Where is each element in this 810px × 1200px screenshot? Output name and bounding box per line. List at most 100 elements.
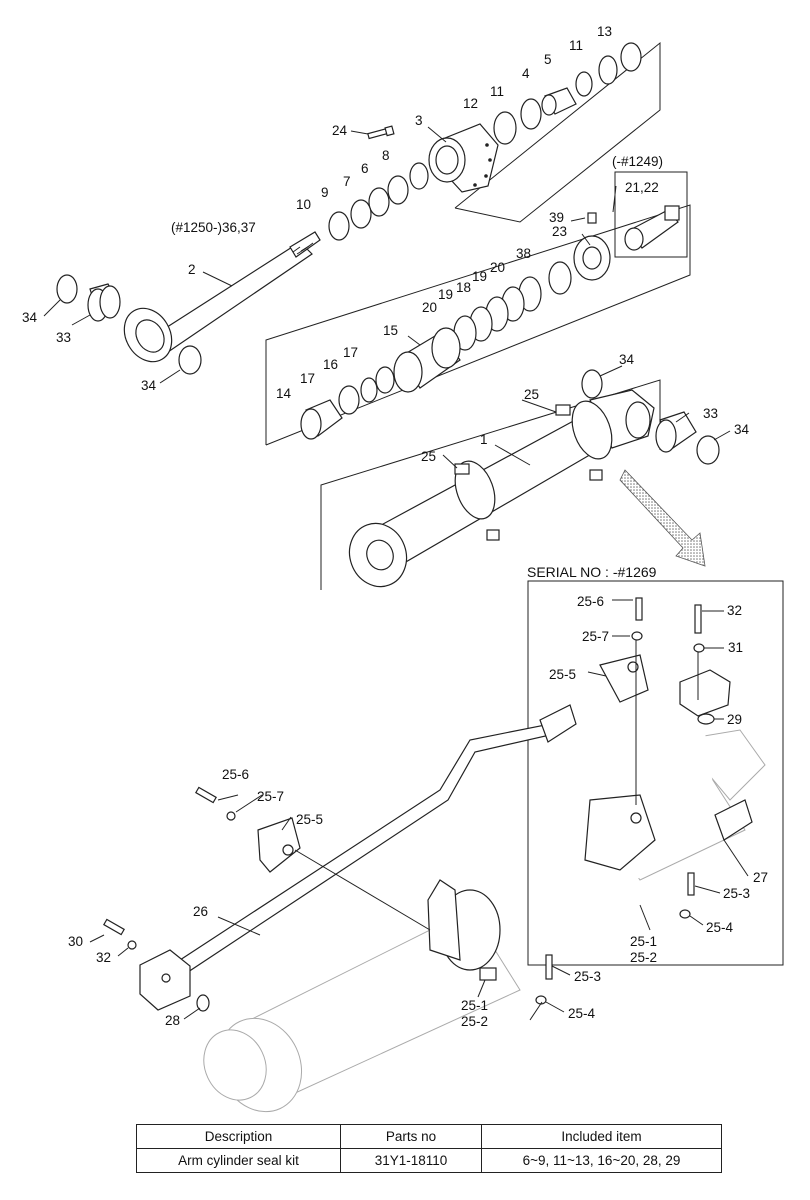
label-34d: 34	[734, 422, 750, 437]
part-labels: 13 11 5 4 11 12 3 24 8 6 7 9 10 (#1250-)…	[22, 24, 768, 1029]
label-8: 8	[382, 148, 390, 163]
label-5: 5	[544, 52, 552, 67]
piston-group-frame	[265, 204, 691, 446]
label-13: 13	[597, 24, 612, 39]
label-11-top: 11	[569, 38, 583, 53]
label-18: 18	[456, 280, 471, 295]
seal-12	[493, 111, 517, 145]
inset-clamp-25-5	[599, 654, 649, 703]
bolt-25-6-inset	[635, 597, 643, 621]
pipe-26	[179, 704, 577, 973]
label-11: 11	[490, 84, 504, 99]
label-38: 38	[516, 246, 531, 261]
label-34c: 34	[619, 352, 635, 367]
label-34a: 34	[22, 310, 38, 325]
label-9: 9	[321, 185, 329, 200]
label-24: 24	[332, 123, 348, 138]
set-screw-39	[587, 212, 597, 224]
label-39: 39	[549, 210, 564, 225]
label-25-5-inset: 25-5	[549, 667, 576, 682]
label-25-1-lower: 25-1	[461, 998, 488, 1013]
label-15: 15	[383, 323, 398, 338]
label-25-5-lower: 25-5	[296, 812, 323, 827]
label-25-6-lower: 25-6	[222, 767, 249, 782]
bushing-33a	[87, 283, 121, 322]
header-description: Description	[136, 1124, 341, 1149]
seal-13	[620, 42, 642, 72]
piston-15	[393, 327, 461, 393]
label-25-2-inset: 25-2	[630, 950, 657, 965]
ring-5	[575, 71, 593, 97]
label-25a: 25	[524, 387, 539, 402]
label-25-3-lower: 25-3	[574, 969, 601, 984]
inset-clamp-body	[584, 794, 656, 871]
label-14: 14	[276, 386, 292, 401]
label-33b: 33	[703, 406, 718, 421]
label-25-1-inset: 25-1	[630, 934, 657, 949]
tube-group-frame	[320, 379, 661, 590]
ring-17b	[338, 385, 360, 415]
label-21-22: 21,22	[625, 180, 659, 195]
bolt-24	[367, 125, 395, 140]
o-ring-28	[196, 994, 210, 1012]
bolt-32-inset	[694, 604, 702, 634]
ring-11-top	[598, 55, 618, 85]
table-header-row: Description Parts no Included item	[136, 1124, 722, 1149]
ring-9	[350, 199, 372, 229]
ring-16	[360, 377, 378, 403]
ring-17a	[375, 366, 395, 394]
cell-parts-no: 31Y1-18110	[340, 1148, 482, 1173]
label-32-inset: 32	[727, 603, 742, 618]
label-7: 7	[343, 174, 351, 189]
bolt-30	[103, 918, 125, 936]
head-group-frame	[454, 41, 661, 223]
dust-seal-34d	[696, 435, 720, 465]
leader-lines	[43, 126, 749, 1020]
label-3: 3	[415, 113, 423, 128]
serial-number-label: SERIAL NO : -#1269	[527, 564, 657, 580]
label-1: 1	[480, 432, 488, 447]
washer-25-7-lower	[226, 811, 236, 821]
stopper-21-22	[624, 205, 680, 251]
label-6: 6	[361, 161, 369, 176]
cell-included-item: 6~9, 11~13, 16~20, 28, 29	[481, 1148, 722, 1173]
label-17b: 17	[300, 371, 315, 386]
washer-31-inset	[693, 643, 705, 653]
label-serial-1249: (-#1249)	[612, 154, 663, 169]
washer-25-4-inset	[679, 909, 691, 919]
header-parts-no: Parts no	[340, 1124, 482, 1149]
rod-cover-3	[428, 123, 499, 193]
label-25-4-inset: 25-4	[706, 920, 734, 935]
bolt-25-6-lower	[195, 786, 217, 804]
label-16: 16	[323, 357, 338, 372]
ring-7	[368, 187, 390, 217]
label-27: 27	[753, 870, 768, 885]
nut-23	[573, 235, 611, 281]
label-34b: 34	[141, 378, 157, 393]
label-2: 2	[188, 262, 196, 277]
dust-seal-34b	[178, 345, 202, 375]
label-25-7-lower: 25-7	[257, 789, 284, 804]
clamp-25-1-lower	[427, 879, 501, 981]
label-26: 26	[193, 904, 208, 919]
label-25-4-lower: 25-4	[568, 1006, 596, 1021]
label-25-7-inset: 25-7	[582, 629, 609, 644]
label-29: 29	[727, 712, 742, 727]
dust-seal-34c	[581, 369, 603, 399]
bolt-25-3-inset	[687, 872, 695, 896]
label-20b: 20	[422, 300, 437, 315]
inset-flange	[679, 669, 731, 717]
flange-block	[139, 949, 191, 1011]
label-19a: 19	[472, 269, 487, 284]
ring-6	[387, 175, 409, 205]
piston-rod	[123, 231, 321, 363]
o-ring-29	[697, 713, 715, 725]
bushing-4	[541, 87, 577, 116]
label-25-3-inset: 25-3	[723, 886, 750, 901]
label-25b: 25	[421, 449, 436, 464]
bolt-25-3-lower	[545, 954, 553, 980]
early-serial-box	[614, 171, 688, 258]
inset-pipe-loop	[547, 697, 753, 889]
